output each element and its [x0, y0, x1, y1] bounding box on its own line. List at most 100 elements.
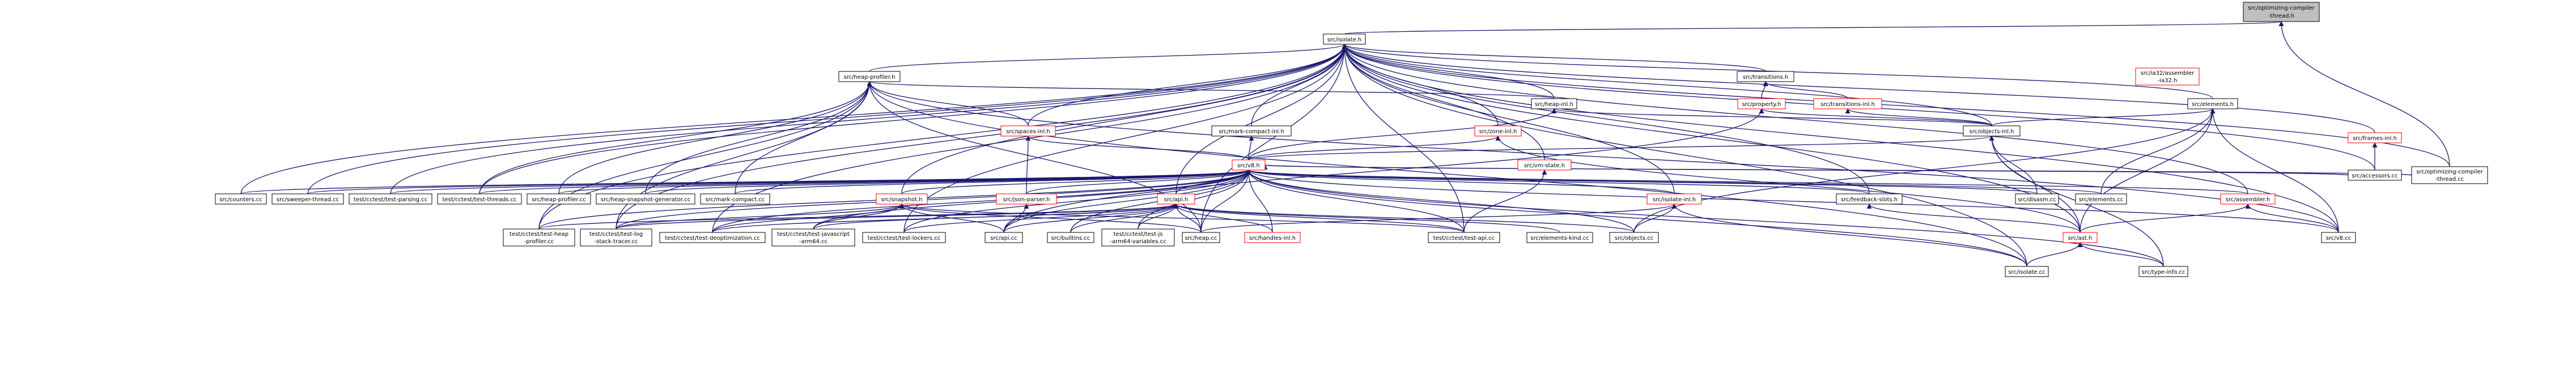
node-elements-h[interactable]: src/elements.h — [2187, 98, 2238, 109]
node-json-parser-h[interactable]: src/json-parser.h — [996, 193, 1057, 205]
node-test-deoptimization-cc[interactable]: test/cctest/test-deoptimization.cc — [659, 232, 766, 243]
edge-test_threads-to-heap_profiler_h — [479, 81, 872, 194]
edge-v8_h-to-objects_inl — [1248, 135, 1994, 160]
edge-isolate_h-to-root — [1344, 21, 2284, 35]
node-heap-profiler-h[interactable]: src/heap-profiler.h — [838, 71, 901, 82]
edge-test_log_stack-to-v8_h — [616, 169, 1251, 230]
edge-opt_thread_cc-to-v8_h — [1263, 164, 2412, 176]
node-v8-cc[interactable]: src/v8.cc — [2321, 232, 2356, 243]
node-test-api-cc[interactable]: test/cctest/test-api.cc — [1428, 232, 1500, 243]
edge-isolate_cc-to-heap_profiler_h — [867, 81, 2027, 267]
node-disasm-cc[interactable]: src/disasm.cc — [2015, 193, 2059, 205]
edge-v8_h-to-zone_inl — [1248, 135, 1501, 160]
edge-test_lockers-to-api_h — [903, 204, 1179, 233]
node-spaces-inl-h[interactable]: src/spaces-inl.h — [1000, 125, 1056, 137]
node-feedback-slots-h[interactable]: src/feedback-slots.h — [1836, 193, 1903, 205]
node-counters-cc[interactable]: src/counters.cc — [215, 193, 267, 205]
node-elements-cc[interactable]: src/elements.cc — [2075, 193, 2127, 205]
node-handles-inl-h[interactable]: src/handles-inl.h — [1244, 232, 1301, 243]
svg-text:test/cctest/test-javascript: test/cctest/test-javascript — [777, 231, 850, 238]
edge-objects_cc-to-v8_h — [1246, 169, 1635, 233]
svg-text:src/sweeper-thread.cc: src/sweeper-thread.cc — [277, 197, 339, 203]
edge-test_log_stack-to-snapshot_h — [616, 204, 905, 230]
edge-test_lockers-to-v8_h — [903, 169, 1251, 233]
node-isolate-h[interactable]: src/isolate.h — [1323, 33, 1366, 45]
node-test-log-stack-tracer-cc[interactable]: test/cctest/test-log -stack-tracer.cc — [580, 228, 652, 247]
node-isolate-inl-h[interactable]: src/isolate-inl.h — [1646, 193, 1702, 205]
svg-text:src/heap-profiler.cc: src/heap-profiler.cc — [532, 197, 586, 203]
svg-text:src/heap.cc: src/heap.cc — [1185, 235, 1217, 241]
node-objects-inl-h[interactable]: src/objects-inl.h — [1963, 125, 2021, 137]
node-ast-h[interactable]: src/ast.h — [2063, 232, 2098, 243]
node-accessors-cc[interactable]: src/accessors.cc — [2348, 169, 2402, 181]
edge-api_h-to-isolate_h — [1175, 44, 1347, 194]
node-assembler-h[interactable]: src/assembler.h — [2220, 193, 2276, 205]
edge-type_info_cc-to-ast_h — [2077, 242, 2164, 267]
node-type-info-cc[interactable]: src/type-info.cc — [2138, 266, 2188, 277]
edge-isolate_inl-to-v8_h — [1246, 169, 1675, 194]
edge-api_cc-to-json_parser — [1003, 204, 1029, 233]
node-transitions-inl-h[interactable]: src/transitions-inl.h — [1813, 98, 1882, 109]
edge-mark_compact_inl-to-isolate_h — [1251, 44, 1347, 126]
edge-elements_kind_cc-to-api_h — [1173, 204, 1560, 233]
edge-spaces_inl-to-heap_profiler_h — [867, 81, 1029, 126]
node-v8-h[interactable]: src/v8.h — [1232, 159, 1266, 171]
edge-test_parsing-to-v8_h — [390, 169, 1251, 194]
node-mark-compact-inl-h[interactable]: src/mark-compact-inl.h — [1211, 125, 1292, 137]
edge-mark_compact_cc-to-v8_h — [735, 169, 1251, 194]
node-objects-cc[interactable]: src/objects.cc — [1609, 232, 1659, 243]
svg-text:-ia32.h: -ia32.h — [2158, 78, 2178, 84]
node-test-js-arm64-variables-cc[interactable]: test/cctest/test-js -arm64-variables.cc — [1101, 228, 1175, 247]
edge-mark_compact_cc-to-heap_profiler_h — [735, 81, 872, 194]
edge-assembler_h-to-v8_h — [1246, 169, 2248, 194]
node-sweeper-thread-cc[interactable]: src/sweeper-thread.cc — [271, 193, 344, 205]
node-test-heap-profiler-cc[interactable]: test/cctest/test-heap -profiler.cc — [503, 228, 575, 247]
node-snapshot-h[interactable]: src/snapshot.h — [876, 193, 928, 205]
node-mark-compact-cc[interactable]: src/mark-compact.cc — [700, 193, 770, 205]
svg-text:src/isolate-inl.h: src/isolate-inl.h — [1653, 197, 1696, 203]
svg-text:src/api.cc: src/api.cc — [990, 235, 1017, 241]
svg-text:-thread.cc: -thread.cc — [2435, 176, 2464, 183]
svg-text:src/accessors.cc: src/accessors.cc — [2352, 173, 2397, 179]
node-property-h[interactable]: src/property.h — [1737, 98, 1786, 109]
node-isolate-cc[interactable]: src/isolate.cc — [2005, 266, 2049, 277]
edge-test_api-to-v8_h — [1246, 169, 1465, 233]
svg-text:-arm64-variables.cc: -arm64-variables.cc — [1110, 239, 1166, 245]
node-optimizing-compiler-thread-h[interactable]: src/optimizing-compiler -thread.h — [2243, 2, 2320, 22]
node-ia32-assembler-ia32-h[interactable]: src/ia32/assembler -ia32.h — [2135, 67, 2200, 86]
node-api-cc[interactable]: src/api.cc — [984, 232, 1023, 243]
edge-objects_inl-to-elements_h — [1991, 108, 2216, 126]
node-optimizing-compiler-thread-cc[interactable]: src/optimizing-compiler -thread.cc — [2411, 166, 2488, 184]
node-zone-inl-h[interactable]: src/zone-inl.h — [1474, 125, 1522, 137]
node-heap-snapshot-generator-cc[interactable]: src/heap-snapshot-generator.cc — [596, 193, 695, 205]
node-api-h[interactable]: src/api.h — [1157, 193, 1195, 205]
node-test-parsing-cc[interactable]: test/cctest/test-parsing.cc — [349, 193, 432, 205]
edge-objects_cc-to-api_h — [1173, 204, 1635, 233]
node-elements-kind-cc[interactable]: src/elements-kind.cc — [1526, 232, 1593, 243]
node-builtins-cc[interactable]: src/builtins.cc — [1047, 232, 1094, 243]
node-heap-inl-h[interactable]: src/heap-inl.h — [1531, 98, 1577, 109]
svg-text:src/mark-compact-inl.h: src/mark-compact-inl.h — [1219, 129, 1284, 135]
edge-test_lockers-to-isolate_h — [903, 44, 1347, 233]
svg-text:src/elements-kind.cc: src/elements-kind.cc — [1530, 235, 1589, 241]
edge-test_log_stack-to-heap_profiler_h — [616, 81, 872, 230]
node-test-threads-cc[interactable]: test/cctest/test-threads.cc — [437, 193, 522, 205]
svg-text:src/feedback-slots.h: src/feedback-slots.h — [1841, 197, 1898, 203]
node-heap-profiler-cc[interactable]: src/heap-profiler.cc — [527, 193, 591, 205]
svg-text:src/snapshot.h: src/snapshot.h — [881, 197, 922, 203]
node-frames-inl-h[interactable]: src/frames-inl.h — [2348, 132, 2402, 143]
edge-api_cc-to-property_h — [1003, 108, 1764, 233]
edge-api_cc-to-v8_h — [1003, 169, 1251, 233]
node-vm-state-h[interactable]: src/vm-state.h — [1517, 159, 1572, 171]
node-heap-cc[interactable]: src/heap.cc — [1182, 232, 1220, 243]
edge-frames_inl-to-isolate_h — [1342, 44, 2375, 133]
svg-text:src/assembler.h: src/assembler.h — [2226, 197, 2270, 203]
node-transitions-h[interactable]: src/transitions.h — [1737, 71, 1794, 82]
node-test-lockers-cc[interactable]: test/cctest/test-lockers.cc — [862, 232, 946, 243]
edge-feedback_slots-to-isolate_h — [1342, 44, 1870, 194]
node-test-javascript-arm64-cc[interactable]: test/cctest/test-javascript -arm64.cc — [771, 228, 855, 247]
svg-text:test/cctest/test-js: test/cctest/test-js — [1114, 231, 1163, 238]
edge-heap_cc-to-isolate_h — [1200, 44, 1347, 233]
svg-text:src/json-parser.h: src/json-parser.h — [1003, 197, 1050, 203]
edge-snapshot_h-to-v8_h — [901, 169, 1251, 194]
